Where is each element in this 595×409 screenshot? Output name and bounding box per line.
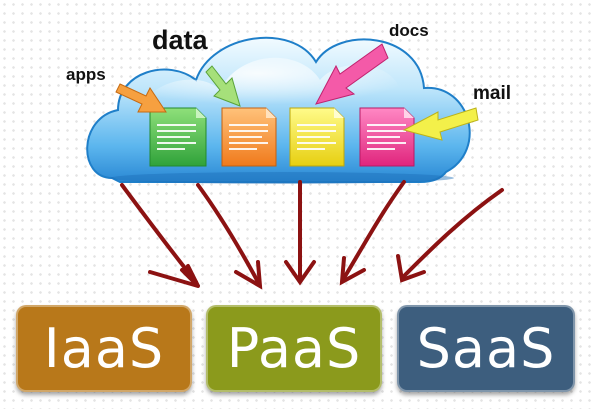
paas-box: PaaS xyxy=(206,305,382,392)
saas-box: SaaS xyxy=(397,305,575,392)
red-arrow-icon xyxy=(120,180,504,290)
iaas-box: IaaS xyxy=(16,305,192,392)
saas-label: SaaS xyxy=(416,316,556,380)
orange-document-icon xyxy=(221,107,277,167)
apps-label: apps xyxy=(66,65,106,84)
paas-label: PaaS xyxy=(226,316,362,380)
pink-arrow-icon xyxy=(315,43,389,105)
docs-label: docs xyxy=(389,21,429,40)
yellow-arrow-icon xyxy=(402,107,479,141)
iaas-label: IaaS xyxy=(43,316,165,380)
yellow-document-icon xyxy=(289,107,345,167)
green-document-icon xyxy=(149,107,207,167)
data-label: data xyxy=(152,25,208,55)
mail-label: mail xyxy=(473,83,512,104)
green-arrow-icon xyxy=(205,65,241,107)
pink-document-icon xyxy=(359,107,415,167)
orange-arrow-icon xyxy=(115,83,167,113)
